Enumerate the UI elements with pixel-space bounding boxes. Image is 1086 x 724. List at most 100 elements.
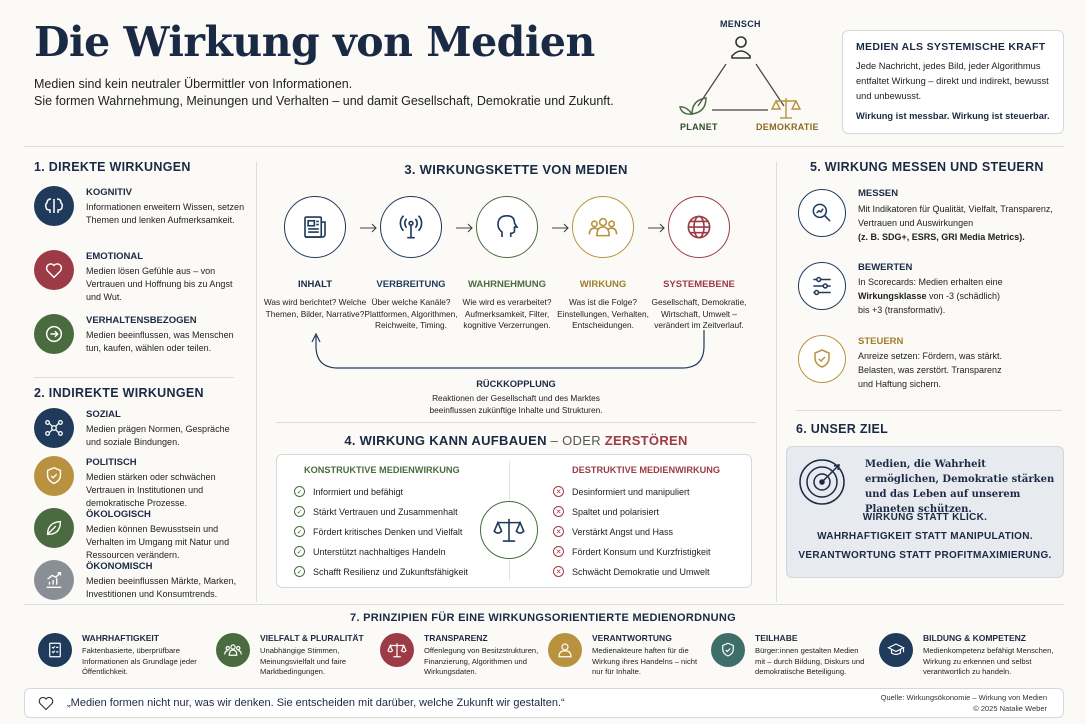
direct-item-title: KOGNITIV (86, 187, 132, 198)
direct-item-title: VERHALTENSBEZOGEN (86, 315, 197, 326)
principle-text: Medienkompetenz befähigt Menschen, Wirku… (923, 646, 1054, 676)
antenna-icon (399, 215, 423, 239)
leaf-icon (679, 97, 707, 115)
systemic-text: Jede Nachricht, jedes Bild, jeder Algori… (856, 61, 1049, 101)
destructive-item: ✕Schwächt Demokratie und Umwelt (553, 566, 710, 577)
messen-text: Mit Indikatoren für Qualität, Vielfalt, … (858, 204, 1053, 228)
principles-heading: 7. PRINZIPIEN FÜR EINE WIRKUNGSORIENTIER… (350, 612, 736, 624)
direct-item-title: EMOTIONAL (86, 251, 143, 262)
constructive-text: Unterstützt nachhaltiges Handeln (313, 546, 446, 557)
destructive-text: Spaltet und polarisiert (572, 506, 660, 517)
footer-source: Quelle: Wirkungsökonomie – Wirkung von M… (880, 693, 1047, 702)
chain-text: Gesellschaft, Demokratie, Wirtschaft, Um… (651, 297, 747, 330)
constructive-item: ✓Stärkt Vertrauen und Zusammenhalt (294, 506, 458, 517)
subtitle-line-2: Sie formen Wahrnehmung, Meinungen und Ve… (34, 94, 614, 108)
chain-step-wirkung (572, 196, 634, 258)
goal-line-1: WIRKUNG STATT KLICK. (862, 512, 988, 523)
newspaper-icon (304, 216, 326, 238)
principle-text: Offenlegung von Besitzstrukturen, Finanz… (424, 646, 539, 676)
triangle-edge-left (697, 63, 727, 107)
check-icon: ✓ (294, 546, 305, 557)
subtitle-line-1: Medien sind kein neutraler Übermittler v… (34, 77, 353, 91)
people-group-icon (588, 217, 618, 237)
destructive-text: Verstärkt Angst und Hass (572, 526, 674, 537)
bewerten-text-a: In Scorecards: Medien erhalten eine (858, 277, 1003, 287)
principles-divider (24, 604, 1064, 605)
goal-line-2: WAHRHAFTIGKEIT STATT MANIPULATION. (817, 531, 1033, 542)
steuern-text: Anreize setzen: Fördern, was stärkt. Bel… (858, 351, 1003, 389)
sliders-icon (798, 262, 846, 310)
feedback-line-2: beeinflussen zukünftige Inhalte und Stru… (429, 405, 603, 415)
triangle-label-top: MENSCH (720, 19, 761, 29)
chain-text: Was ist die Folge? Einstellungen, Verhal… (557, 297, 649, 330)
feedback-title: RÜCKKOPPLUNG (476, 379, 556, 389)
scales-badge (480, 501, 538, 559)
cross-icon: ✕ (553, 526, 564, 537)
goal-text: Medien, die Wahrheit ermöglichen, Demokr… (865, 459, 1055, 515)
messen-title: MESSEN (858, 188, 899, 199)
check-icon: ✓ (294, 486, 305, 497)
indirect-item-title: ÖKONOMISCH (86, 561, 153, 572)
people-group-icon (216, 633, 250, 667)
footer-credits: Quelle: Wirkungsökonomie – Wirkung von M… (881, 693, 1047, 714)
build-heading: 4. WIRKUNG KANN AUFBAUEN – ODER ZERSTÖRE… (256, 433, 776, 448)
brain-icon (34, 186, 74, 226)
direct-heading: 1. DIREKTE WIRKUNGEN (34, 160, 191, 174)
person-icon (731, 36, 751, 59)
principle-title: WAHRHAFTIGKEIT (82, 633, 159, 643)
target-icon (797, 457, 847, 507)
systemic-bold: Wirkung ist messbar. Wirkung ist steuerb… (856, 111, 1050, 121)
build-heading-c: ZERSTÖREN (604, 433, 688, 448)
footer-quote: „Medien formen nicht nur, was wir denken… (67, 697, 565, 709)
build-heading-a: 4. WIRKUNG KANN AUFBAUEN (344, 433, 547, 448)
cross-icon: ✕ (553, 566, 564, 577)
chain-arrows (360, 223, 665, 233)
head-profile-icon (497, 214, 519, 237)
destructive-text: Fördert Konsum und Kurzfristigkeit (572, 546, 711, 557)
messen-note: (z. B. SDG+, ESRS, GRI Media Metrics). (858, 232, 1025, 242)
destructive-item: ✕Spaltet und polarisiert (553, 506, 659, 517)
globe-icon (687, 215, 711, 239)
constructive-item: ✓ Unterstützt nachhaltiges Handeln (294, 546, 446, 557)
check-icon: ✓ (294, 506, 305, 517)
person-icon (548, 633, 582, 667)
destructive-title: DESTRUKTIVE MEDIENWIRKUNG (572, 465, 721, 475)
principle-text: Medienakteure haften für die Wirkung ihr… (592, 646, 698, 676)
principle-title: VERANTWORTUNG (592, 633, 672, 643)
principle-title: VIELFALT & PLURALITÄT (260, 633, 364, 643)
chain-title: VERBREITUNG (376, 279, 446, 290)
principle-title: TEILHABE (755, 633, 798, 643)
destructive-item: ✕Fördert Konsum und Kurzfristigkeit (553, 546, 711, 557)
systemic-force-box: MEDIEN ALS SYSTEMISCHE KRAFT Jede Nachri… (842, 30, 1064, 134)
indirect-item-title: POLITISCH (86, 457, 137, 468)
scales-icon (493, 518, 525, 542)
destructive-item: ✕Desinformiert und manipuliert (553, 486, 690, 497)
principle-title: TRANSPARENZ (424, 633, 488, 643)
arrow-circle-icon (34, 314, 74, 354)
footer-bar: „Medien formen nicht nur, was wir denken… (24, 688, 1064, 718)
chain-title: SYSTEMEBENE (663, 279, 735, 290)
cross-icon: ✕ (553, 486, 564, 497)
principle-text: Unabhängige Stimmen, Meinungsvielfalt un… (260, 646, 347, 676)
shield-check-icon (798, 335, 846, 383)
indirect-item-text: Medien stärken oder schwächen Vertrauen … (86, 472, 216, 508)
magnifier-icon (798, 189, 846, 237)
constructive-text: Fördert kritisches Denken und Vielfalt (313, 526, 463, 537)
direct-item-text: Medien lösen Gefühle aus – von Vertrauen… (86, 266, 233, 302)
triangle-diagram (679, 36, 802, 119)
direct-item-text: Medien beeinflussen, was Menschen tun, k… (86, 330, 234, 353)
direct-item-text: Informationen erweitern Wissen, setzen T… (86, 202, 245, 225)
bewerten-title: BEWERTEN (858, 262, 913, 273)
page-subtitle: Medien sind kein neutraler Übermittler v… (34, 76, 614, 110)
heart-icon (34, 250, 74, 290)
check-icon: ✓ (294, 526, 305, 537)
arrow-right-icon (552, 223, 569, 233)
feedback-text: Reaktionen der Gesellschaft und des Mark… (256, 392, 776, 416)
indirect-item-text: Medien beeinflussen Märkte, Marken, Inve… (86, 576, 237, 599)
leaf-icon (34, 508, 74, 548)
indirect-item-text: Medien prägen Normen, Gespräche und sozi… (86, 424, 230, 447)
constructive-title: KONSTRUKTIVE MEDIENWIRKUNG (304, 465, 460, 475)
vertical-divider-right (776, 162, 777, 602)
steuern-title: STEUERN (858, 336, 904, 347)
growth-chart-icon (34, 560, 74, 600)
